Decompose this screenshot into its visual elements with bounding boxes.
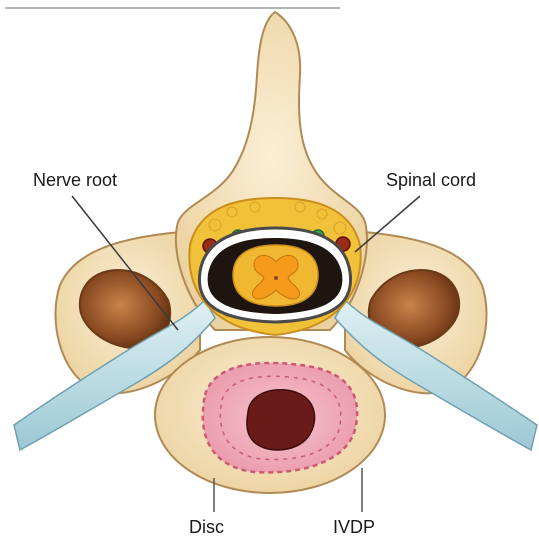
nucleus-pulposus-icon: [247, 390, 315, 450]
disc-label: Disc: [189, 517, 224, 538]
nerve-root-label: Nerve root: [33, 170, 117, 191]
spinal-cord-label: Spinal cord: [386, 170, 476, 191]
ivdp-label: IVDP: [333, 517, 375, 538]
central-canal-icon: [274, 276, 278, 280]
